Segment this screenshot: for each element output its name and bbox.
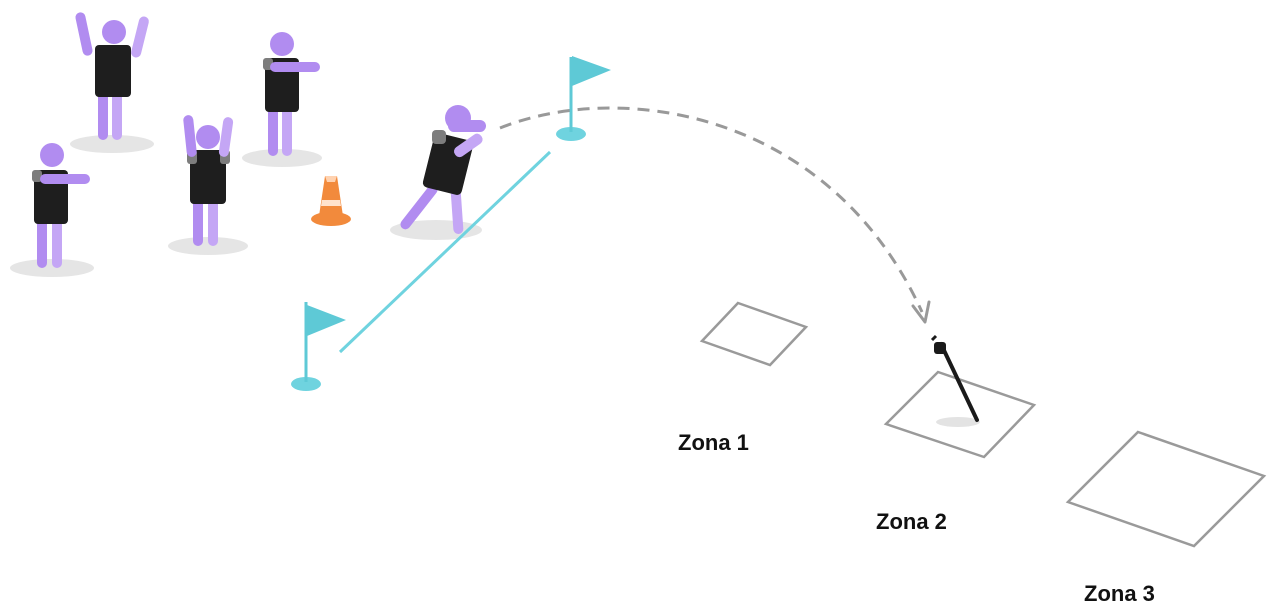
player-pointing-2 <box>10 143 94 277</box>
flag-icon <box>556 56 611 141</box>
zone-1-label: Zona 1 <box>678 430 749 455</box>
zone-1-area <box>699 301 809 367</box>
zone-2-area <box>883 370 1037 459</box>
javelin-icon <box>930 334 979 422</box>
trajectory-arrow <box>499 106 931 324</box>
zone-3-area <box>1065 430 1267 548</box>
throw-line <box>338 150 552 354</box>
player-arms-raised-1 <box>70 12 154 153</box>
zone-3-label: Zona 3 <box>1084 581 1155 606</box>
flag-icon <box>291 302 346 391</box>
player-thrower <box>390 105 486 240</box>
zone-2-label: Zona 2 <box>876 509 947 534</box>
player-arms-raised-2 <box>168 115 248 255</box>
player-pointing-1 <box>242 32 322 167</box>
cone-icon <box>311 176 351 226</box>
